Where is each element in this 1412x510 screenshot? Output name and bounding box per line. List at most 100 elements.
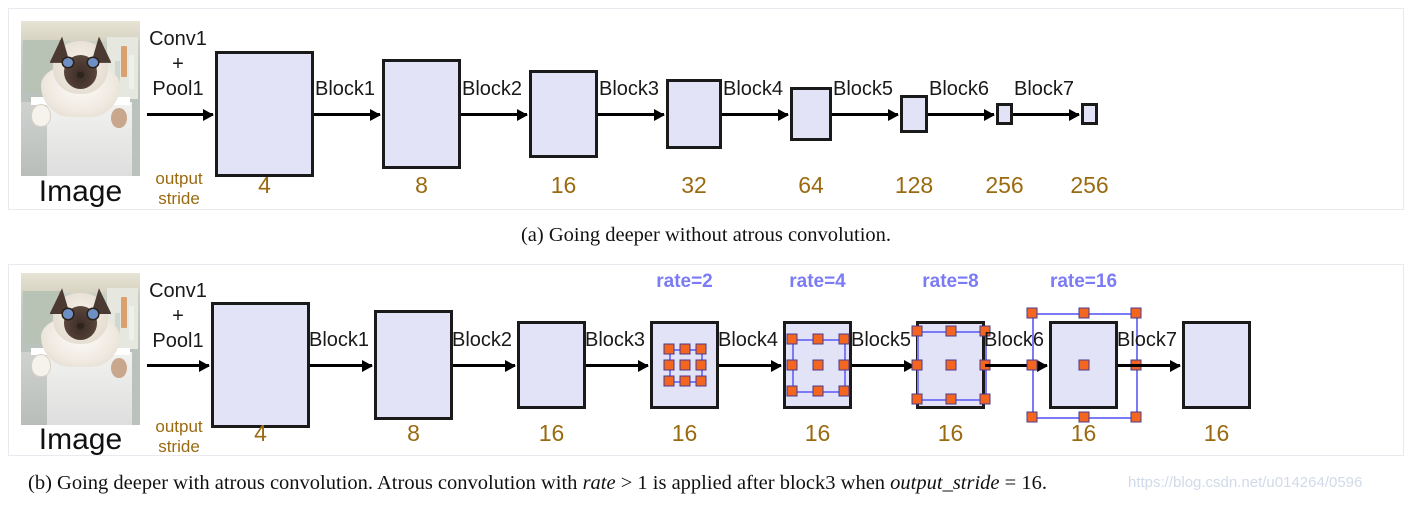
kernel-sample-point	[1078, 307, 1089, 319]
caption-b-output-stride: output_stride	[890, 472, 1000, 494]
arrow-label-Block3: Block3	[598, 78, 660, 100]
input-image-thumbnail-a	[21, 21, 140, 176]
kernel-sample-point	[838, 385, 849, 397]
conv1-text-b: Conv1	[149, 280, 207, 302]
arrow-Block5	[832, 113, 898, 116]
output-stride-value-3: 16	[671, 420, 698, 446]
output-stride-value-6: 256	[985, 172, 1024, 198]
output-stride-value-4: 64	[798, 172, 824, 198]
arrow-Block4	[719, 364, 781, 367]
arrow-Block4	[722, 113, 788, 116]
arrow-label-Block4: Block4	[717, 329, 779, 351]
output-stride-value-4: 16	[804, 420, 831, 446]
pool1-text-b: Pool1	[152, 330, 204, 352]
output-stride-value-5: 16	[937, 420, 964, 446]
atrous-kernel-grid-rate=8	[911, 325, 990, 405]
caption-b-mid: > 1 is applied after block3 when	[615, 472, 891, 494]
kernel-sample-point	[786, 385, 797, 397]
pool1-text-a: Pool1	[152, 78, 204, 100]
kernel-sample-point	[812, 385, 823, 397]
caption-b-post: = 16.	[999, 472, 1047, 494]
arrow-Block3	[598, 113, 664, 116]
stride-text-b: stride	[158, 436, 200, 456]
kernel-sample-point	[663, 375, 674, 387]
arrow-label-Block7: Block7	[1013, 78, 1075, 100]
kernel-sample-point	[786, 359, 797, 371]
arrow-Block1	[310, 364, 372, 367]
arrow-Block5	[852, 364, 914, 367]
output-stride-value-6: 16	[1070, 420, 1097, 446]
kernel-sample-point	[679, 359, 690, 371]
feature-map-box-stride-32-3	[666, 79, 722, 149]
kernel-sample-point	[1026, 359, 1037, 371]
kernel-sample-point	[945, 359, 956, 371]
feature-map-box-stride-4-0	[211, 302, 310, 428]
arrow-Block7	[1118, 364, 1180, 367]
kernel-sample-point	[812, 359, 823, 371]
output-text-b: output	[155, 417, 203, 436]
output-stride-value-5: 128	[894, 172, 934, 198]
output-stride-value-2: 16	[550, 172, 577, 198]
plus-text-a: +	[172, 53, 184, 75]
arrow-label-Block5: Block5	[850, 329, 912, 351]
caption-b-pre: (b) Going deeper with atrous convolution…	[28, 472, 583, 494]
arrow-label-Block3: Block3	[584, 329, 646, 351]
caption-b-rate: rate	[582, 472, 616, 494]
kernel-sample-point	[812, 333, 823, 345]
output-stride-value-0: 4	[258, 172, 271, 198]
kernel-sample-point	[695, 375, 706, 387]
arrow-Block2	[461, 113, 527, 116]
arrow-label-Block2: Block2	[451, 329, 513, 351]
arrow-label-Block5: Block5	[832, 78, 894, 100]
kernel-sample-point	[786, 333, 797, 345]
kernel-sample-point	[838, 359, 849, 371]
arrow-label-Block4: Block4	[722, 78, 784, 100]
atrous-kernel-grid-rate=4	[786, 333, 849, 397]
arrow-label-Block2: Block2	[461, 78, 523, 100]
kernel-sample-point	[1130, 411, 1141, 423]
caption-b: (b) Going deeper with atrous convolution…	[28, 472, 1047, 495]
arrow-Block7	[1013, 113, 1079, 116]
output-stride-label-b: output stride	[145, 417, 213, 456]
kernel-sample-point	[1026, 411, 1037, 423]
atrous-kernel-grid-rate=2	[663, 343, 706, 387]
kernel-sample-point	[945, 393, 956, 405]
output-stride-value-7: 16	[1203, 420, 1230, 446]
kernel-sample-point	[695, 359, 706, 371]
rate-label-rate=8: rate=8	[922, 271, 979, 292]
output-stride-value-7: 256	[1070, 172, 1109, 198]
conv1-pool1-label-a: Conv1 + Pool1	[143, 27, 213, 102]
feature-map-box-stride-8-1	[374, 310, 453, 420]
kernel-sample-point	[663, 359, 674, 371]
feature-map-box-stride-256-7	[1081, 103, 1098, 125]
plus-text-b: +	[172, 305, 184, 327]
feature-map-box-stride-16-7	[1182, 321, 1251, 409]
kernel-sample-point	[679, 343, 690, 355]
arrow-Block1	[314, 113, 380, 116]
kernel-sample-point	[979, 325, 990, 337]
arrow-label-Block1: Block1	[314, 78, 376, 100]
output-stride-value-2: 16	[538, 420, 565, 446]
rate-label-rate=16: rate=16	[1049, 271, 1118, 292]
output-stride-value-1: 8	[407, 420, 420, 446]
feature-map-box-stride-16-2	[517, 321, 586, 409]
kernel-sample-point	[979, 393, 990, 405]
output-stride-value-0: 4	[254, 420, 267, 446]
kernel-sample-point	[663, 343, 674, 355]
arrow-Block3	[586, 364, 648, 367]
kernel-sample-point	[911, 325, 922, 337]
kernel-sample-point	[945, 325, 956, 337]
conv1-text-a: Conv1	[149, 28, 207, 50]
feature-map-box-stride-128-5	[900, 95, 928, 133]
output-text-a: output	[155, 169, 203, 188]
arrow-conv1-pool1	[147, 364, 209, 367]
output-stride-value-3: 32	[681, 172, 707, 198]
caption-a: (a) Going deeper without atrous convolut…	[520, 224, 892, 246]
kernel-sample-point	[679, 375, 690, 387]
kernel-sample-point	[838, 333, 849, 345]
output-stride-label-a: output stride	[145, 169, 213, 208]
stride-text-a: stride	[158, 188, 200, 208]
kernel-sample-point	[911, 359, 922, 371]
